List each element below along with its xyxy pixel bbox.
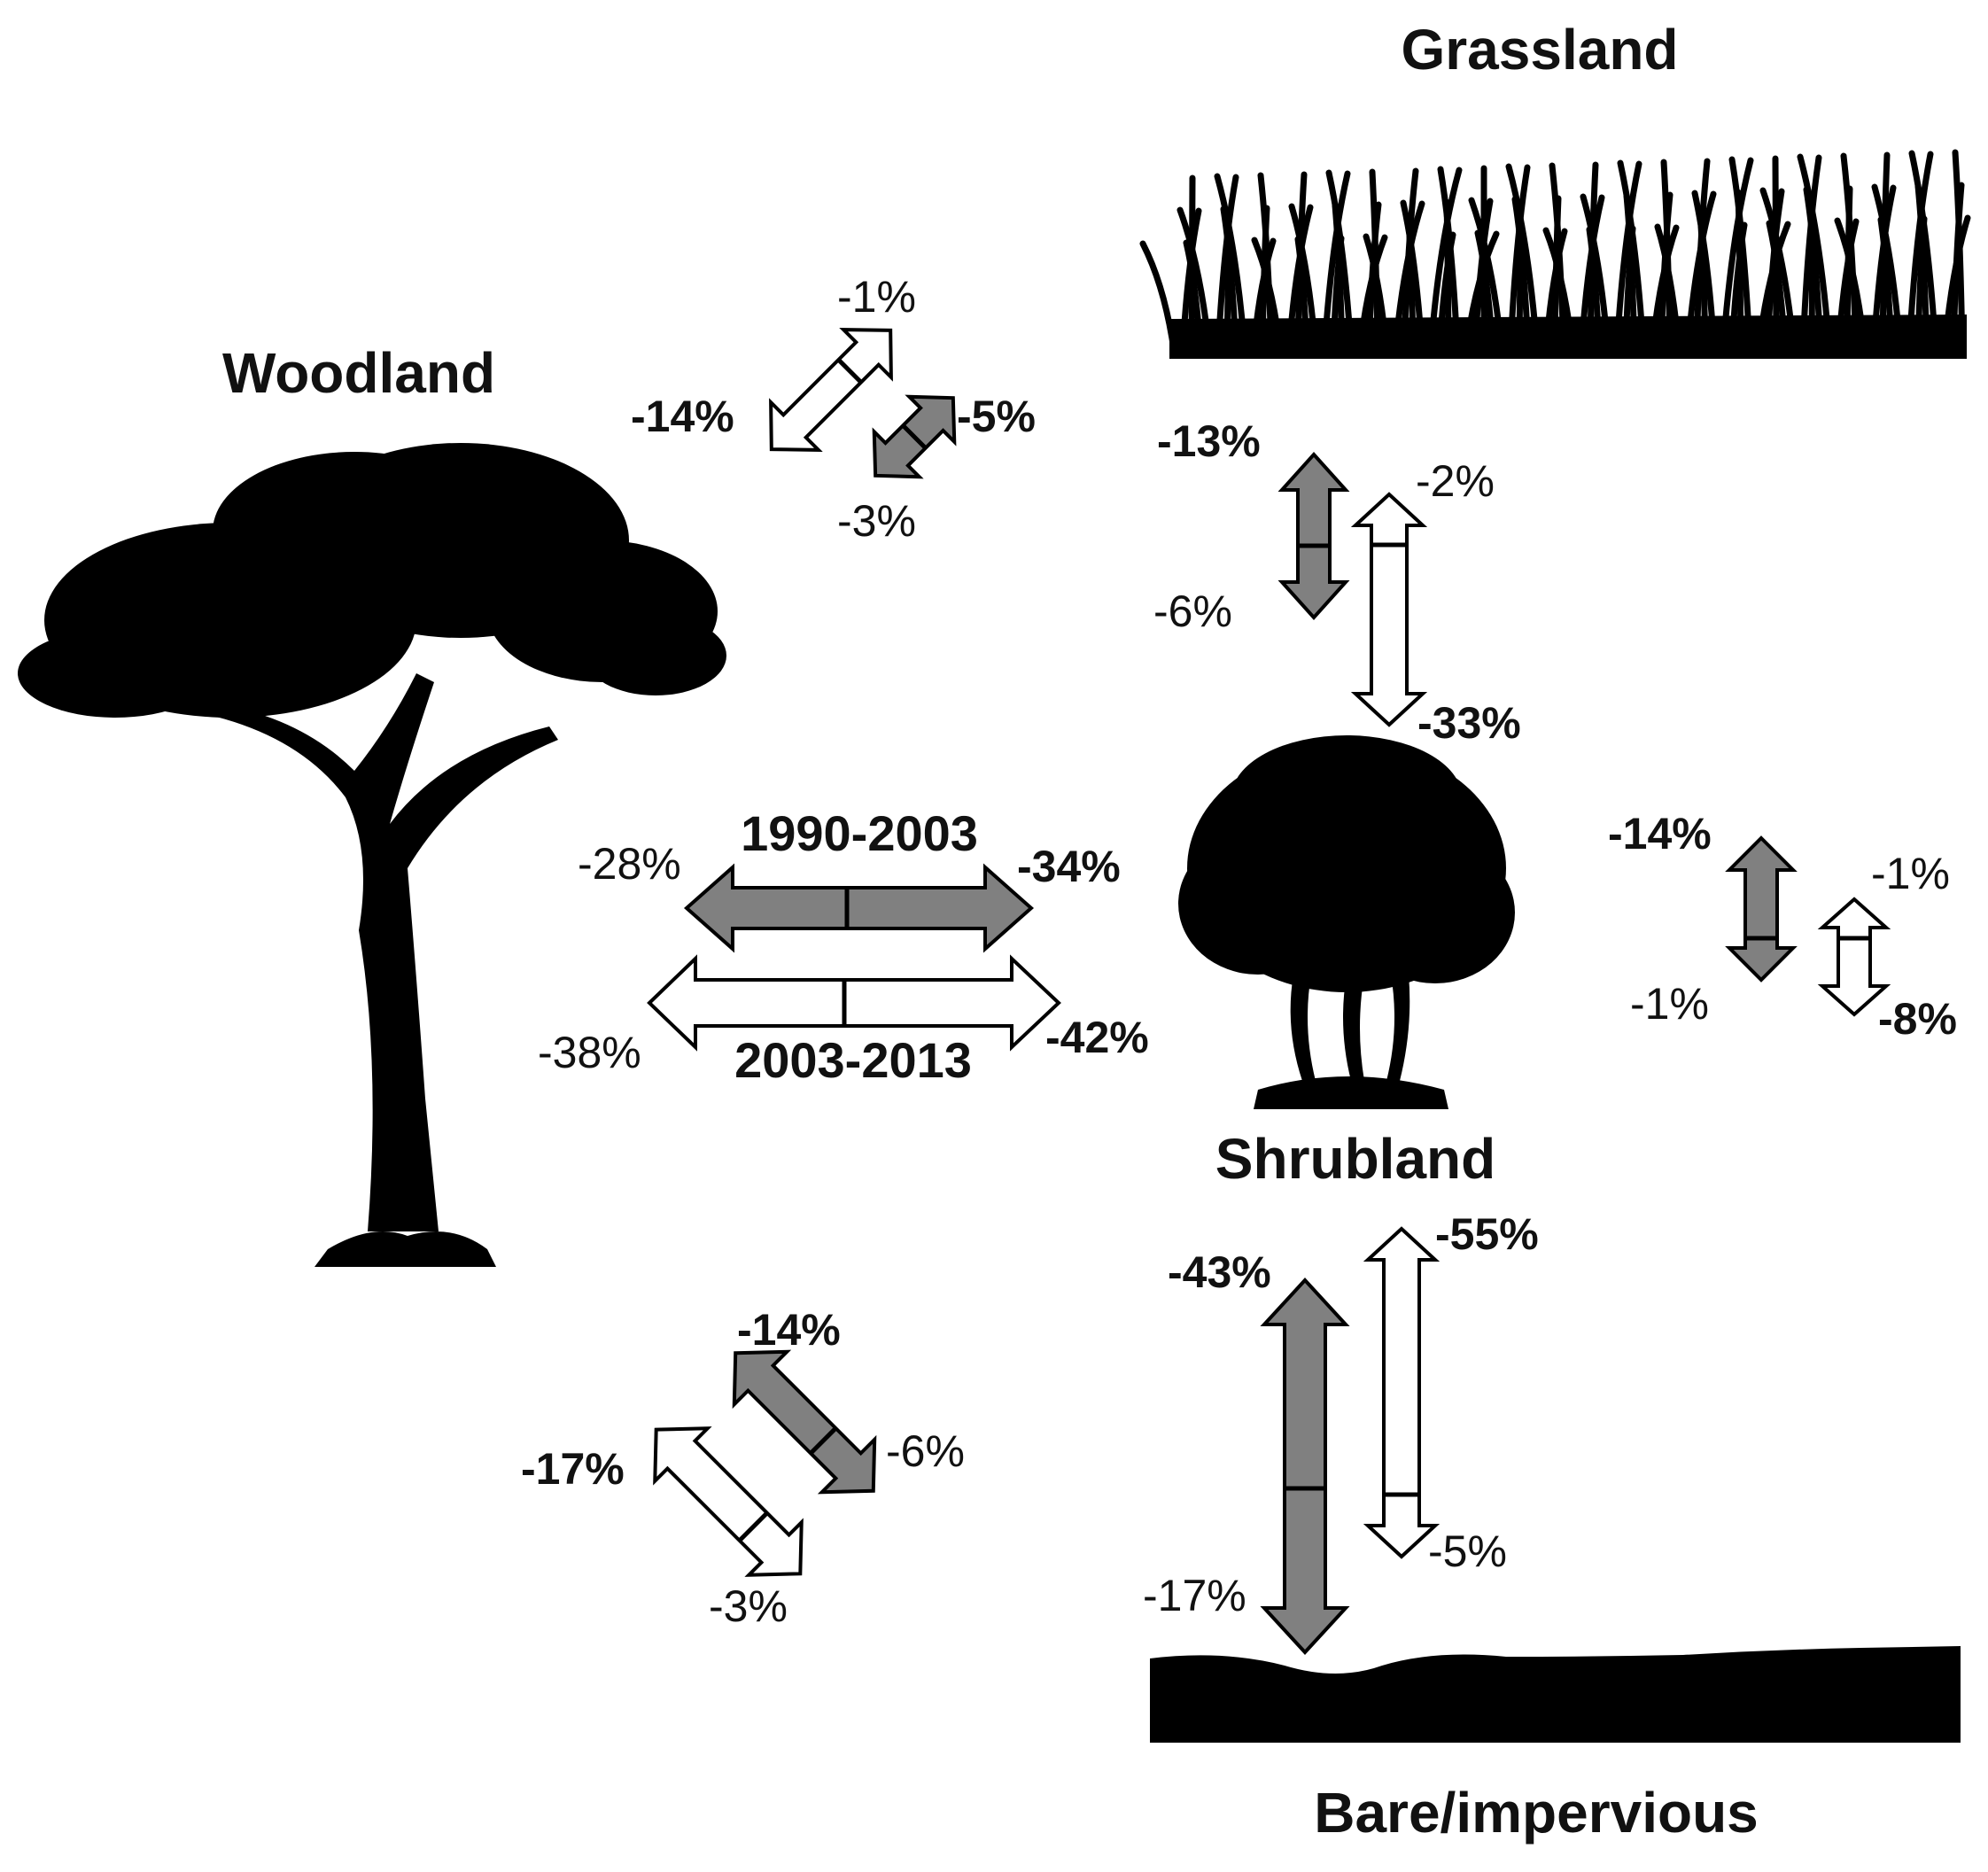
arrow-woodland-grassland-2003-2013: [769, 328, 893, 452]
grass-blade: [1215, 174, 1239, 353]
shrubland-label: Shrubland: [1215, 1127, 1495, 1191]
grass-blade: [1906, 151, 1934, 353]
arrow-grassland-shrubland-2003-2013: [1350, 492, 1428, 727]
grassland-shrubland-arrows: -13% -6% -2% -33%: [1153, 416, 1521, 748]
woodland-label: Woodland: [222, 341, 495, 405]
grass-blade: [1139, 240, 1177, 353]
pct-wb-p1-to-woodland: -14%: [737, 1305, 841, 1355]
grass-blade: [1580, 193, 1611, 353]
grass-blade: [1437, 166, 1461, 353]
grass-blade: [1542, 227, 1576, 353]
grass-blade: [1720, 157, 1754, 353]
pct-right-p1-down: -1%: [1630, 979, 1709, 1029]
pct-wg-p2-to-woodland: -14%: [631, 392, 734, 441]
pct-sb-p2-to-bare: -5%: [1428, 1526, 1507, 1576]
grass-blade: [1908, 150, 1939, 353]
pct-gs-p1-to-grassland: -13%: [1157, 416, 1261, 466]
grass-blade: [1505, 163, 1541, 353]
pct-ws-p2-to-woodland: -38%: [538, 1028, 641, 1077]
grass-blade: [1871, 183, 1904, 353]
grass-blade: [1363, 233, 1390, 353]
arrow-woodland-shrubland-1990-2003: [683, 863, 1035, 953]
grass-blade: [1691, 190, 1718, 353]
grass-blade: [1834, 217, 1868, 353]
pct-gs-p2-to-grassland: -2%: [1416, 456, 1495, 506]
pct-gs-p2-to-shrubland: -33%: [1417, 698, 1521, 748]
pct-wb-p1-to-bare: -6%: [886, 1426, 965, 1476]
grass-blade: [1660, 159, 1673, 353]
woodland-tree-silhouette: [18, 443, 726, 1267]
grass-blade: [1728, 156, 1753, 353]
bare-impervious-label: Bare/impervious: [1314, 1781, 1759, 1845]
grass-blade: [1613, 160, 1642, 353]
pct-right-p2-up: -1%: [1871, 849, 1950, 898]
pct-sb-p1-to-bare: -17%: [1143, 1571, 1246, 1620]
pct-ws-p2-to-shrubland: -42%: [1045, 1013, 1149, 1062]
grass-blade: [1325, 169, 1355, 353]
grass-blade: [1549, 162, 1567, 353]
grass-blade: [1840, 152, 1860, 353]
pct-gs-p1-to-shrubland: -6%: [1153, 586, 1232, 636]
arrow-woodland-grassland-1990-2003: [872, 394, 957, 479]
arrow-woodland-bare-1990-2003: [732, 1349, 877, 1495]
pct-sb-p1-to-shrubland: -43%: [1168, 1247, 1271, 1297]
grass-blade: [1766, 220, 1789, 353]
grass-blade: [1369, 168, 1381, 353]
pct-right-p1-up: -14%: [1608, 809, 1712, 858]
grass-blade: [1183, 239, 1204, 353]
grass-blade: [1176, 206, 1213, 353]
woodland-shrubland-arrows: 1990-2003 2003-2013 -28% -34% -38% -42%: [538, 805, 1149, 1088]
woodland-bare-arrows: -14% -6% -17% -3%: [521, 1305, 965, 1631]
arrow-shrubland-bare-2003-2013: [1363, 1226, 1441, 1559]
pct-ws-p1-to-woodland: -28%: [578, 839, 681, 889]
grass-blade: [1214, 173, 1248, 353]
pct-right-p2-down: -8%: [1878, 994, 1957, 1044]
pct-sb-p2-to-shrubland: -55%: [1435, 1209, 1539, 1259]
grass-blade: [1321, 170, 1351, 353]
grass-blade: [1797, 153, 1833, 353]
pct-wg-p2-to-grassland: -1%: [837, 272, 916, 322]
pct-wb-p2-to-bare: -3%: [709, 1581, 788, 1631]
pct-wb-p2-to-woodland: -17%: [521, 1444, 625, 1494]
grassland-silhouette: [1139, 149, 1971, 359]
grass-blade: [1468, 197, 1505, 353]
pct-ws-p1-to-shrubland: -34%: [1017, 842, 1121, 891]
grass-blade: [1400, 199, 1425, 353]
grass-blade: [1507, 164, 1531, 353]
right-side-arrows: -14% -1% -1% -8%: [1608, 809, 1957, 1044]
pct-wg-p1-to-grassland: -5%: [957, 392, 1036, 441]
arrow-woodland-shrubland-2003-2013: [647, 954, 1061, 1052]
grass-blade: [1427, 167, 1463, 353]
grass-blade: [1251, 237, 1284, 353]
arrow-woodland-bare-2003-2013: [653, 1426, 804, 1577]
grass-blade: [1257, 172, 1275, 353]
pct-wg-p1-to-woodland: -3%: [837, 496, 916, 546]
grass-blade: [1617, 159, 1647, 353]
bare-ground-silhouette: [1150, 1646, 1961, 1743]
arrow-right-1990-2003: [1725, 835, 1798, 983]
grass-blade: [1759, 187, 1798, 353]
period-label-2003-2013: 2003-2013: [734, 1032, 972, 1088]
grass-blade: [1799, 154, 1822, 353]
woodland-grassland-arrows: -1% -14% -5% -3%: [631, 272, 1036, 546]
grass-blade: [1654, 223, 1682, 353]
grass-blade: [1288, 203, 1319, 353]
shrubland-silhouette: [1178, 735, 1515, 1109]
arrow-right-2003-2013: [1817, 897, 1891, 1017]
grassland-label: Grassland: [1401, 18, 1678, 82]
grass-blade: [1474, 229, 1496, 353]
shrubland-bare-arrows: -43% -17% -55% -5%: [1143, 1209, 1539, 1655]
arrow-shrubland-bare-1990-2003: [1260, 1278, 1350, 1655]
grass-blade: [1952, 149, 1966, 353]
period-label-1990-2003: 1990-2003: [741, 805, 978, 861]
arrow-grassland-shrubland-1990-2003: [1277, 452, 1350, 620]
